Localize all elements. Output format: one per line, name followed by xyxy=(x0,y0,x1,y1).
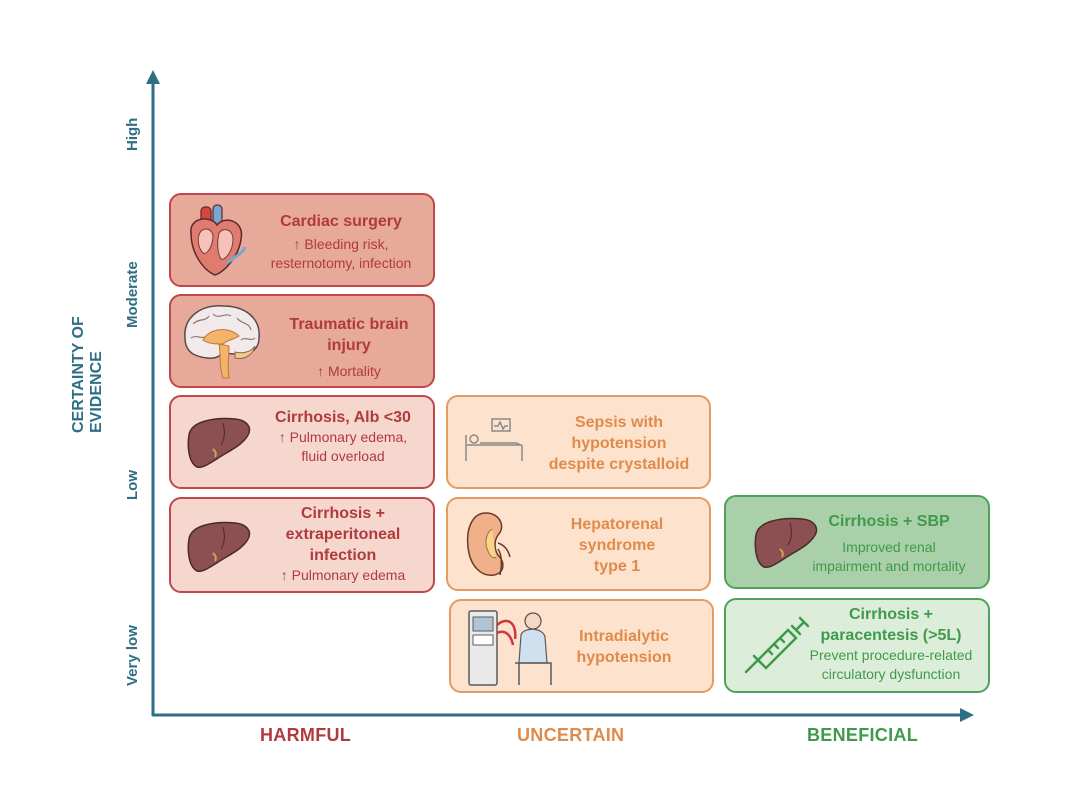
card-cirrhosis-sbp: Cirrhosis + SBP Improved renal impairmen… xyxy=(724,495,990,589)
card-title: syndrome xyxy=(578,537,656,554)
card-subtitle: ↑ Mortality xyxy=(317,363,381,379)
x-category-beneficial: BENEFICIAL xyxy=(807,725,918,745)
y-axis-title: CERTAINTY OF EVIDENCE xyxy=(70,316,106,433)
dialysis-icon xyxy=(468,610,552,686)
y-tick-low: Low xyxy=(124,470,141,500)
card-title: Intradialytic xyxy=(579,628,669,645)
card-title: Cardiac surgery xyxy=(280,213,402,230)
tbi-text: Traumatic brain injury ↑ Mortality xyxy=(267,314,431,381)
card-title: infection xyxy=(309,547,377,564)
syringe-icon xyxy=(744,616,810,674)
card-sepsis: Sepsis with hypotension despite crystall… xyxy=(446,395,711,489)
card-cirrhosis-paracentesis: Cirrhosis + paracentesis (>5L) Prevent p… xyxy=(724,598,990,693)
card-title: type 1 xyxy=(593,558,641,575)
card-title: paracentesis (>5L) xyxy=(820,627,962,644)
card-subtitle: fluid overload xyxy=(301,448,385,464)
card-title: Sepsis with xyxy=(574,414,664,431)
cirrhosis-alb-text: Cirrhosis, Alb <30 ↑ Pulmonary edema, fl… xyxy=(257,407,429,466)
idh-text: Intradialytic hypotension xyxy=(553,626,695,668)
card-title: Cirrhosis, Alb <30 xyxy=(275,409,411,426)
card-hepatorenal-syndrome: Hepatorenal syndrome type 1 xyxy=(446,497,711,591)
paracentesis-text: Cirrhosis + paracentesis (>5L) Prevent p… xyxy=(792,604,990,684)
card-subtitle: ↑ Bleeding risk, xyxy=(293,236,389,252)
liver-icon xyxy=(754,517,818,569)
liver-icon xyxy=(187,521,251,573)
liver-icon xyxy=(187,417,251,469)
card-subtitle: ↑ Pulmonary edema, xyxy=(278,429,408,445)
card-title: Cirrhosis + SBP xyxy=(828,513,950,530)
sepsis-text: Sepsis with hypotension despite crystall… xyxy=(532,412,706,475)
card-subtitle: ↑ Pulmonary edema xyxy=(280,567,406,583)
card-title: Hepatorenal xyxy=(570,516,664,533)
brain-icon xyxy=(184,305,260,379)
card-title: despite crystalloid xyxy=(548,456,690,473)
card-subtitle: Improved renal xyxy=(842,539,936,555)
card-cardiac-surgery: Cardiac surgery ↑ Bleeding risk, restern… xyxy=(169,193,435,287)
kidney-icon xyxy=(466,512,511,576)
card-title: hypotension xyxy=(576,649,672,666)
x-category-harmful: HARMFUL xyxy=(260,725,352,745)
card-subtitle: impairment and mortality xyxy=(812,558,966,574)
hospital-bed-icon xyxy=(465,418,523,461)
card-title: hypotension xyxy=(571,435,667,452)
card-title: injury xyxy=(327,337,371,354)
y-axis-arrow xyxy=(146,70,160,84)
card-title: Cirrhosis + xyxy=(848,606,934,623)
x-category-uncertain: UNCERTAIN xyxy=(517,725,625,745)
card-cirrhosis-alb: Cirrhosis, Alb <30 ↑ Pulmonary edema, fl… xyxy=(169,395,435,489)
heart-icon xyxy=(190,204,247,276)
card-title: extraperitoneal xyxy=(285,526,401,543)
sbp-text: Cirrhosis + SBP Improved renal impairmen… xyxy=(794,511,984,576)
card-traumatic-brain-injury: Traumatic brain injury ↑ Mortality xyxy=(169,294,435,388)
y-tick-high: High xyxy=(124,117,141,151)
card-title: Traumatic brain xyxy=(289,316,409,333)
card-subtitle: resternotomy, infection xyxy=(270,255,412,271)
card-cirrhosis-extraperitoneal: Cirrhosis + extraperitoneal infection ↑ … xyxy=(169,497,435,593)
y-tick-very-low: Very low xyxy=(124,625,141,686)
card-title: Cirrhosis + xyxy=(300,505,386,522)
y-tick-moderate: Moderate xyxy=(124,261,141,328)
cirrhosis-extra-text: Cirrhosis + extraperitoneal infection ↑ … xyxy=(257,503,429,585)
x-axis-arrow xyxy=(960,708,974,722)
card-intradialytic-hypotension: Intradialytic hypotension xyxy=(449,599,714,693)
card-subtitle: circulatory dysfunction xyxy=(821,666,961,682)
card-subtitle: Prevent procedure-related xyxy=(809,647,973,663)
hrs-text: Hepatorenal syndrome type 1 xyxy=(528,514,706,577)
y-axis-title-line1: CERTAINTY OF xyxy=(70,316,87,433)
cardiac-text: Cardiac surgery ↑ Bleeding risk, restern… xyxy=(253,211,429,273)
y-axis-title-line2: EVIDENCE xyxy=(88,351,105,433)
